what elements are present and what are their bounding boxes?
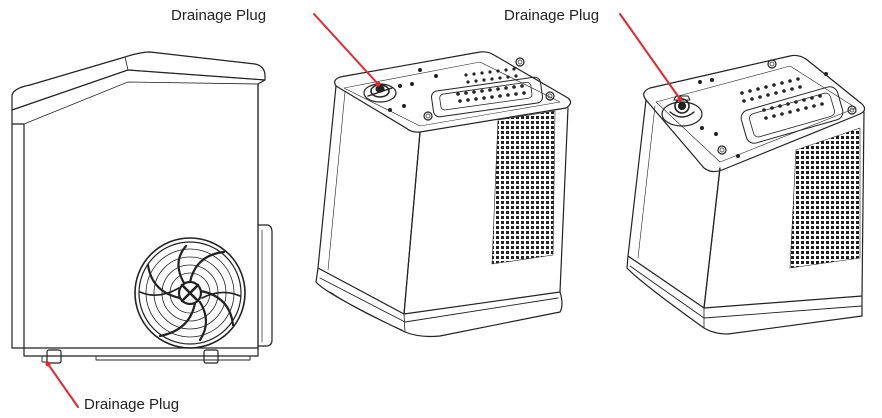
bottom-right-face — [703, 111, 865, 309]
rear-drainage-plug — [363, 83, 397, 103]
side-rear-panel — [257, 224, 273, 347]
side-foot-rear — [203, 349, 219, 364]
rear-top-vent — [456, 67, 526, 103]
leader-lines — [45, 13, 683, 408]
drainage-plug-label-side: Drainage Plug — [84, 396, 180, 413]
rear-side-vent — [491, 110, 556, 265]
bottom-view-unit — [626, 54, 866, 335]
side-lid — [11, 51, 266, 111]
bottom-drainage-plug — [661, 95, 703, 127]
rear-right-face — [403, 107, 569, 315]
rear-view-unit — [315, 51, 572, 338]
bottom-left-face — [627, 99, 721, 309]
leader-bottom-view — [619, 13, 681, 100]
fan-grille — [134, 237, 246, 349]
drainage-plug-label-bottom: Drainage Plug — [504, 7, 600, 24]
rear-base — [315, 267, 563, 338]
leader-side — [47, 363, 79, 408]
bottom-top-plate — [643, 54, 866, 173]
side-base — [23, 347, 259, 357]
bottom-base — [626, 255, 863, 335]
bottom-side-vent — [789, 127, 861, 269]
side-view-unit — [11, 51, 273, 364]
rear-left-face — [317, 85, 421, 315]
bottom-vent — [740, 77, 824, 120]
side-foot-front — [46, 349, 62, 364]
drainage-plug-label-rear: Drainage Plug — [171, 7, 267, 24]
rear-top-plate — [334, 51, 572, 133]
leader-rear — [313, 13, 379, 85]
